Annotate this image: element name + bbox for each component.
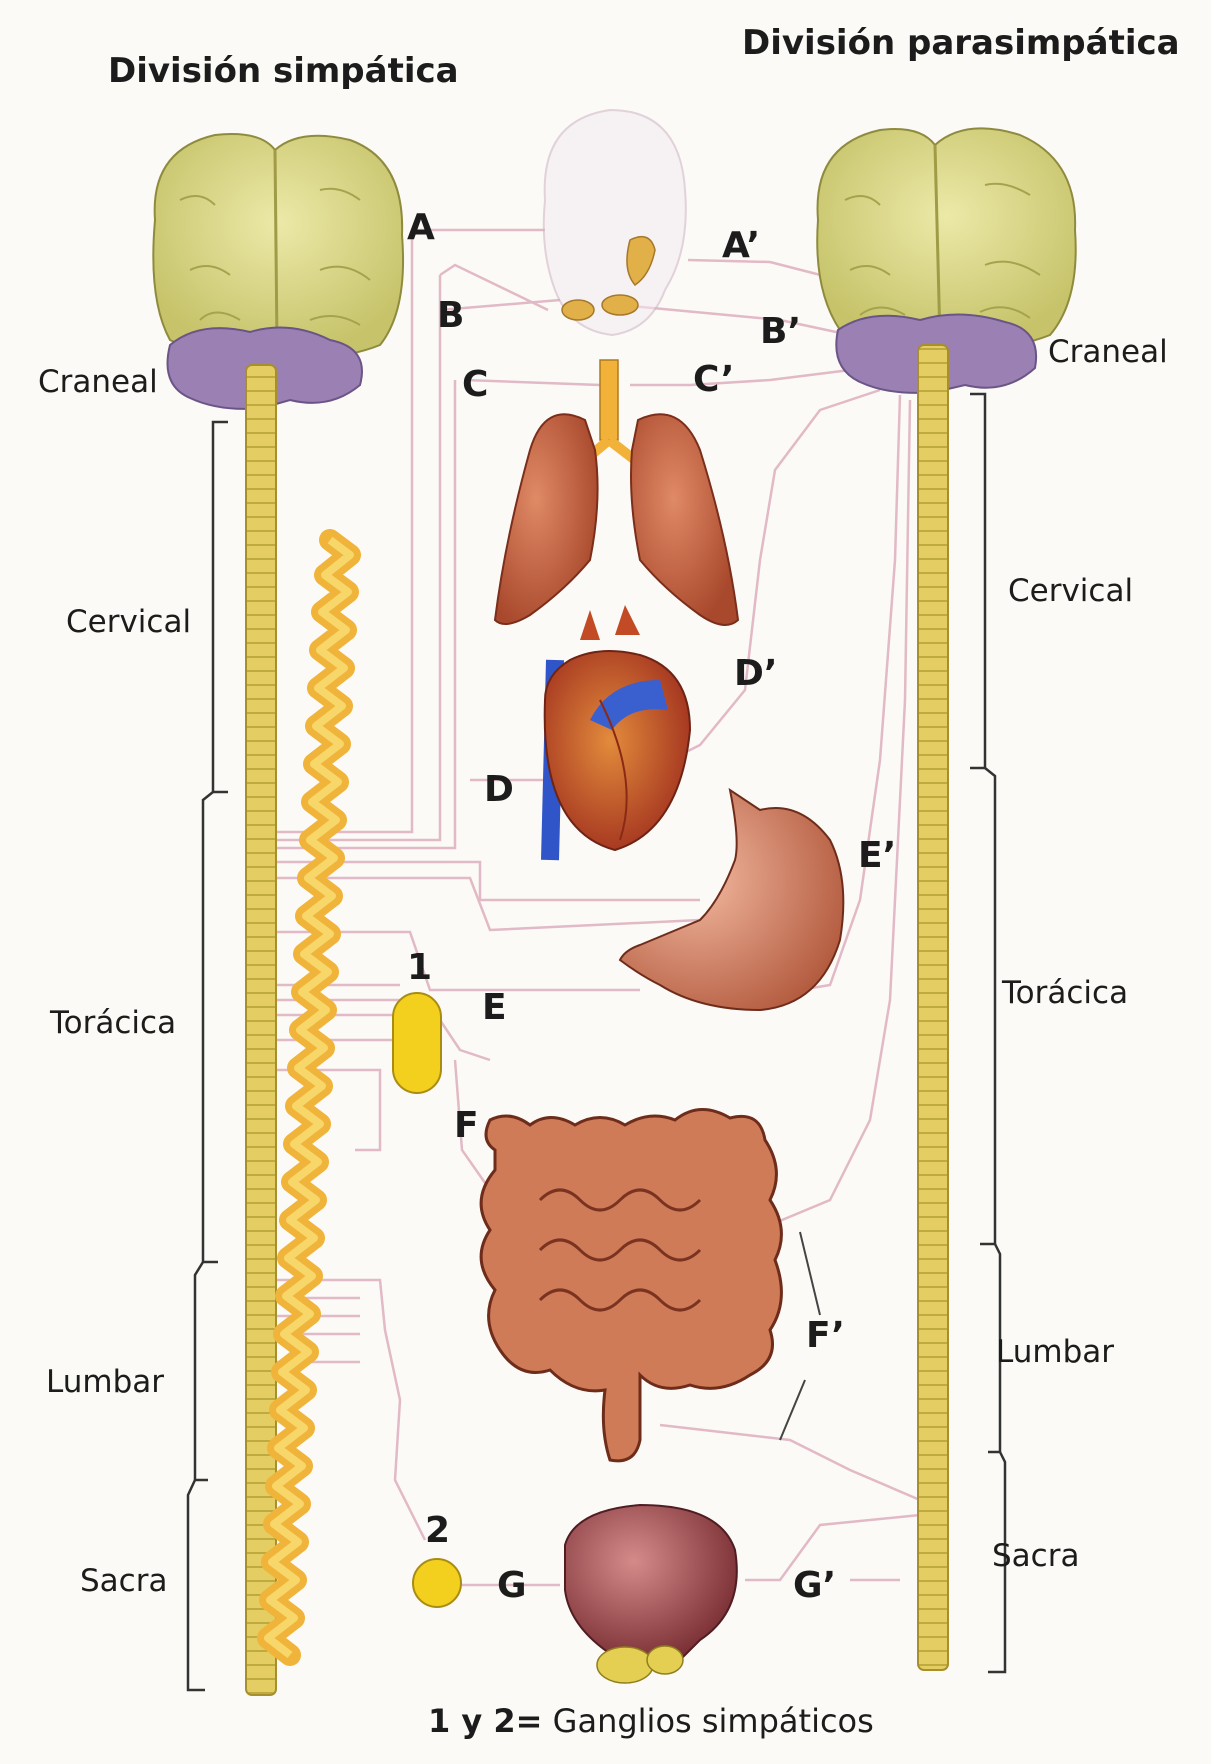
region-left-craneal: Craneal bbox=[38, 367, 158, 398]
label-G: G bbox=[497, 1568, 527, 1604]
label-A-prime: A’ bbox=[722, 228, 760, 264]
intestines bbox=[481, 1109, 781, 1460]
region-right-craneal: Craneal bbox=[1048, 337, 1168, 368]
label-E-prime: E’ bbox=[858, 838, 896, 874]
heading-sympathetic: División simpática bbox=[108, 54, 459, 88]
region-right-lumbar: Lumbar bbox=[996, 1337, 1114, 1368]
label-C-prime: C’ bbox=[693, 362, 734, 398]
caption: 1 y 2= Ganglios simpáticos bbox=[428, 1705, 874, 1737]
ganglion-1 bbox=[393, 993, 441, 1093]
region-right-cervical: Cervical bbox=[1008, 576, 1133, 607]
ganglion-1-number: 1 bbox=[407, 950, 432, 986]
ganglion-2 bbox=[413, 1559, 461, 1607]
label-C: C bbox=[462, 367, 488, 403]
label-F: F bbox=[454, 1108, 479, 1144]
brackets-left bbox=[188, 422, 228, 1690]
region-left-cervical: Cervical bbox=[66, 607, 191, 638]
caption-key: 1 y 2= bbox=[428, 1702, 542, 1740]
label-F-prime: F’ bbox=[806, 1318, 845, 1354]
label-B-prime: B’ bbox=[760, 314, 801, 350]
label-G-prime: G’ bbox=[793, 1568, 836, 1604]
region-right-sacra: Sacra bbox=[992, 1541, 1079, 1572]
caption-text: Ganglios simpáticos bbox=[542, 1702, 873, 1740]
region-left-lumbar: Lumbar bbox=[46, 1367, 164, 1398]
region-right-toracica: Torácica bbox=[1002, 978, 1128, 1009]
heart bbox=[545, 605, 690, 860]
lung-right bbox=[631, 414, 738, 625]
label-B: B bbox=[437, 298, 464, 334]
heading-parasympathetic: División parasimpática bbox=[742, 26, 1180, 60]
brain-left bbox=[153, 134, 403, 409]
label-E: E bbox=[482, 990, 507, 1026]
lung-left bbox=[495, 414, 598, 624]
spinal-cord-right bbox=[918, 345, 948, 1670]
trachea bbox=[600, 360, 618, 440]
bladder bbox=[565, 1505, 737, 1683]
region-left-toracica: Torácica bbox=[50, 1008, 176, 1039]
label-D: D bbox=[484, 772, 514, 808]
brackets-right bbox=[970, 394, 1005, 1672]
ganglion-2-number: 2 bbox=[425, 1513, 450, 1549]
region-left-sacra: Sacra bbox=[80, 1566, 167, 1597]
label-D-prime: D’ bbox=[734, 656, 778, 692]
label-A: A bbox=[407, 210, 435, 246]
